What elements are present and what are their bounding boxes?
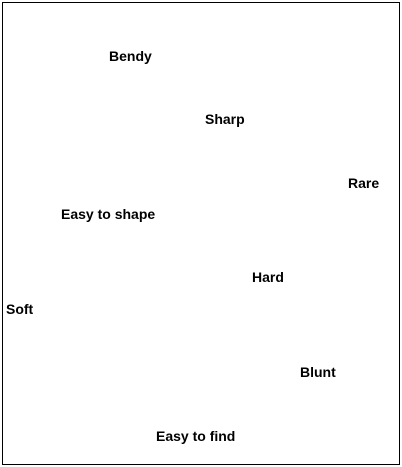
word-easy-to-find: Easy to find <box>156 428 236 444</box>
word-bendy: Bendy <box>109 48 152 64</box>
word-blunt: Blunt <box>300 364 336 380</box>
word-hard: Hard <box>252 269 284 285</box>
word-rare: Rare <box>348 175 380 191</box>
word-soft: Soft <box>6 301 34 317</box>
word-sharp: Sharp <box>205 111 245 127</box>
word-easy-to-shape: Easy to shape <box>61 206 156 222</box>
